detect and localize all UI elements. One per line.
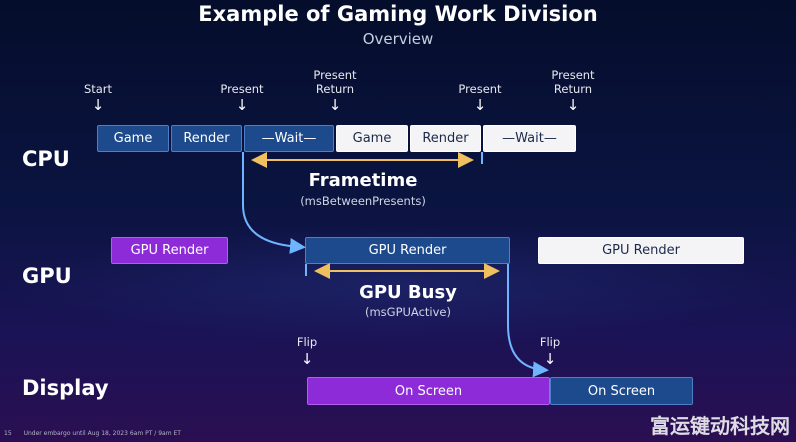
marker-present-return-1-line2: Return xyxy=(315,82,355,96)
gpu-block-render-2: GPU Render xyxy=(305,237,510,264)
display-block-on-screen-1: On Screen xyxy=(307,377,550,405)
gpubusy-tick-end xyxy=(507,264,509,276)
marker-start-label: Start xyxy=(83,82,113,96)
cpu-block-game-1: Game xyxy=(97,125,169,152)
frametime-tick-end xyxy=(481,152,483,164)
watermark: 富运键动科技网 xyxy=(650,414,790,438)
down-arrow-icon: ↓ xyxy=(328,96,342,114)
cpu-block-game-2: Game xyxy=(336,125,408,152)
slide-subtitle: Overview xyxy=(362,30,434,48)
row-label-display: Display xyxy=(22,376,109,400)
gpu-block-render-1: GPU Render xyxy=(111,237,228,264)
cpu-block-render-2: Render xyxy=(410,125,481,152)
cpu-block-wait-1: —Wait— xyxy=(244,125,334,152)
gpu-to-flip-connector xyxy=(507,276,549,378)
gpu-block-render-3: GPU Render xyxy=(538,237,744,264)
page-number: 15 xyxy=(4,430,12,437)
down-arrow-icon: ↓ xyxy=(566,96,580,114)
present-to-gpu-connector xyxy=(242,164,306,254)
marker-present-2-label: Present xyxy=(458,82,502,96)
down-arrow-icon: ↓ xyxy=(300,350,314,368)
embargo-notice: Under embargo until Aug 18, 2023 6am PT … xyxy=(23,430,181,437)
frametime-metric-label: (msBetweenPresents) xyxy=(300,194,426,208)
marker-present-return-1-line1: Present xyxy=(313,68,357,82)
gpubusy-metric-label: (msGPUActive) xyxy=(364,305,451,319)
slide-title: Example of Gaming Work Division xyxy=(198,2,598,26)
marker-flip-2-label: Flip xyxy=(539,335,561,349)
down-arrow-icon: ↓ xyxy=(91,96,105,114)
gpubusy-tick-start xyxy=(305,264,307,276)
gpubusy-label: GPU Busy xyxy=(359,282,457,303)
cpu-block-wait-2: —Wait— xyxy=(483,125,576,152)
marker-present-return-2-line2: Return xyxy=(553,82,593,96)
down-arrow-icon: ↓ xyxy=(473,96,487,114)
frametime-label: Frametime xyxy=(308,170,418,191)
footer: 15 Under embargo until Aug 18, 2023 6am … xyxy=(4,430,181,437)
cpu-block-render-1: Render xyxy=(171,125,242,152)
display-block-on-screen-2: On Screen xyxy=(550,377,693,405)
marker-flip-1-label: Flip xyxy=(296,335,318,349)
down-arrow-icon: ↓ xyxy=(235,96,249,114)
marker-present-return-2-line1: Present xyxy=(551,68,595,82)
frametime-tick-start xyxy=(242,152,244,164)
row-label-cpu: CPU xyxy=(22,147,70,171)
row-label-gpu: GPU xyxy=(22,264,72,288)
marker-present-1-label: Present xyxy=(220,82,264,96)
